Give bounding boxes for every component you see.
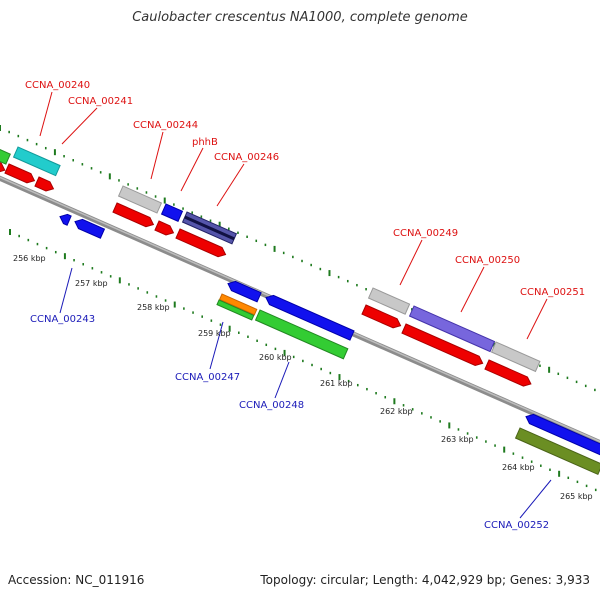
label-ccna-00240[interactable]: CCNA_00240 [25,80,90,91]
kbp-label: 265 kbp [560,492,593,501]
accession-text: Accession: NC_011916 [8,573,145,587]
feature-ccna-00247[interactable] [216,299,255,321]
feature-red-1[interactable] [0,159,7,175]
kbp-label: 260 kbp [259,353,292,362]
callout-lines [39,91,552,519]
label-ccna-00249[interactable]: CCNA_00249 [393,228,458,239]
feature-phhb[interactable] [160,203,184,222]
tick-row-bottom [9,229,597,492]
kbp-label: 259 kbp [198,329,231,338]
feature-red-5[interactable] [175,228,228,259]
feature-ccna-00244[interactable] [117,185,163,214]
label-ccna-00251[interactable]: CCNA_00251 [520,287,585,298]
kbp-label: 261 kbp [320,379,353,388]
feature-red-2[interactable] [4,163,36,185]
label-ccna-00248[interactable]: CCNA_00248 [239,400,304,411]
feature-red-7[interactable] [401,323,485,368]
label-ccna-00241[interactable]: CCNA_00241 [68,96,133,107]
kbp-label: 257 kbp [75,279,108,288]
feature-ccna-00250[interactable] [408,305,496,353]
feature-ccna-00252[interactable] [514,427,600,476]
kbp-label: 258 kbp [137,303,170,312]
feature-red-3[interactable] [112,202,155,229]
feature-ccna-00243[interactable] [73,217,106,239]
feature-blue-small[interactable] [58,212,72,226]
label-ccna-00244[interactable]: CCNA_00244 [133,120,198,131]
features [0,145,600,476]
feature-red-4[interactable] [154,220,176,237]
tick-row-top [0,125,596,392]
feature-ccna-00249[interactable] [367,287,411,315]
gene-labels: CCNA_00240 CCNA_00241 CCNA_00244 phhB CC… [25,80,585,531]
label-ccna-00246[interactable]: CCNA_00246 [214,152,279,163]
label-ccna-00243[interactable]: CCNA_00243 [30,314,95,325]
kbp-label: 262 kbp [380,407,413,416]
map-title: Caulobacter crescentus NA1000, complete … [132,10,468,25]
feature-ccna-00248[interactable] [254,309,349,360]
feature-red-6[interactable] [361,304,403,330]
feature-ccna-00241[interactable] [34,176,56,193]
label-ccna-00247[interactable]: CCNA_00247 [175,372,240,383]
genome-summary-text: Topology: circular; Length: 4,042,929 bp… [260,573,590,587]
label-ccna-00250[interactable]: CCNA_00250 [455,255,520,266]
kbp-label: 256 kbp [13,254,46,263]
feature-orange[interactable] [218,293,258,316]
feature-blue-2[interactable] [226,279,262,303]
kbp-label: 263 kbp [441,435,474,444]
label-ccna-00252[interactable]: CCNA_00252 [484,520,549,531]
label-phhb[interactable]: phhB [192,137,218,148]
feature-red-8[interactable] [484,359,533,389]
feature-blue-3[interactable] [264,293,355,341]
kbp-label: 264 kbp [502,463,535,472]
kbp-labels: 256 kbp 257 kbp 258 kbp 259 kbp 260 kbp … [13,254,593,501]
feature-ccna-00240[interactable] [12,146,61,177]
feature-blue-4[interactable] [524,412,600,459]
feature-ccna-00239[interactable] [0,145,11,165]
feature-ccna-00251[interactable] [490,341,541,373]
